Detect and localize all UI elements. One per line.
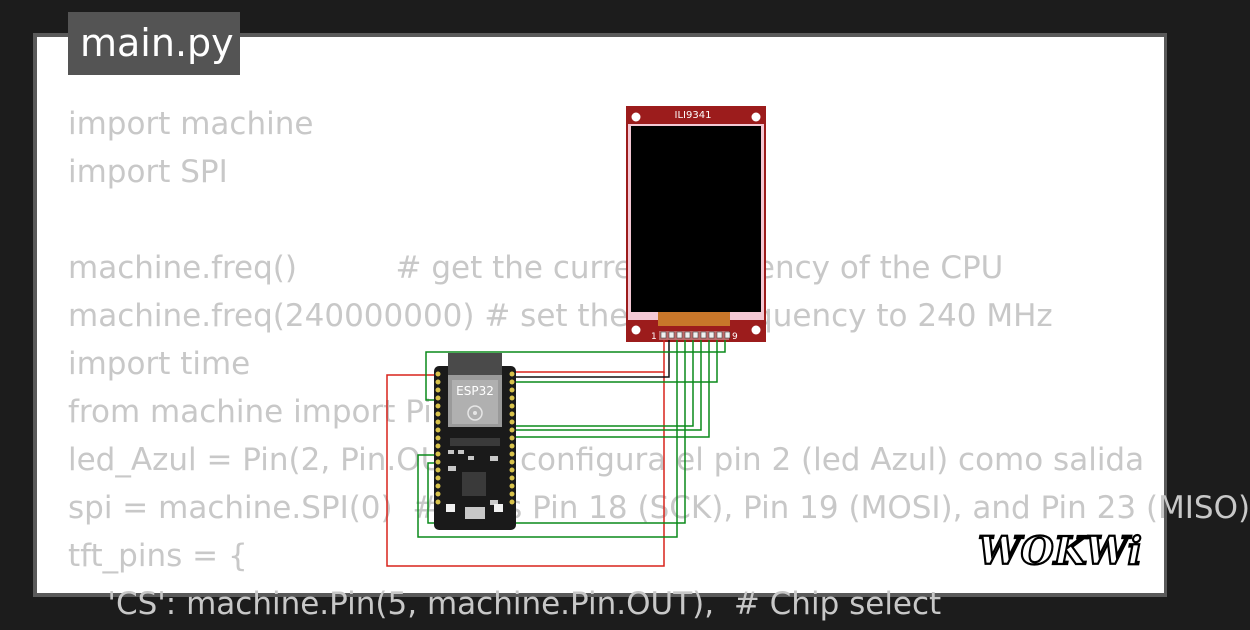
board-pin[interactable] xyxy=(435,403,441,409)
board-pin[interactable] xyxy=(435,379,441,385)
smd-part xyxy=(458,450,464,454)
board-pin[interactable] xyxy=(509,427,515,433)
wire-dc[interactable] xyxy=(512,340,694,427)
smd-part xyxy=(448,450,454,454)
display-pin[interactable] xyxy=(700,331,707,339)
wires xyxy=(386,340,726,567)
wire-vcc[interactable] xyxy=(509,340,665,379)
board-pin[interactable] xyxy=(509,387,515,393)
esp32-board[interactable]: ESP32 xyxy=(434,353,516,530)
wokwi-logo: WOKWi xyxy=(977,527,1143,574)
wire-cs[interactable] xyxy=(417,340,678,538)
board-pin[interactable] xyxy=(435,491,441,497)
smd-part xyxy=(448,466,456,471)
display-pin[interactable] xyxy=(724,331,731,339)
board-component xyxy=(450,438,500,446)
board-pin[interactable] xyxy=(435,435,441,441)
board-pin[interactable] xyxy=(435,411,441,417)
wire-reset[interactable] xyxy=(427,340,686,524)
code-line: import machine xyxy=(68,106,314,142)
code-line: from machine import Pin xyxy=(68,394,452,430)
display-pin[interactable] xyxy=(716,331,723,339)
display-pin[interactable] xyxy=(668,331,675,339)
code-line: 'CS': machine.Pin(5, machine.Pin.OUT), #… xyxy=(68,586,942,622)
display-model-label: ILI9341 xyxy=(675,110,712,121)
display-pin[interactable] xyxy=(676,331,683,339)
code-line: tft_pins = { xyxy=(68,538,248,574)
display-pin[interactable] xyxy=(660,331,667,339)
display-pin[interactable] xyxy=(692,331,699,339)
board-pin[interactable] xyxy=(435,427,441,433)
pin-end-label: 9 xyxy=(732,332,738,342)
circuit-diagram: ILI9341 1 9 ESP32 xyxy=(386,106,766,567)
wire-miso[interactable] xyxy=(425,340,726,401)
board-pin[interactable] xyxy=(435,459,441,465)
board-pin[interactable] xyxy=(509,451,515,457)
smd-part xyxy=(490,500,498,505)
board-pin[interactable] xyxy=(509,419,515,425)
smd-part xyxy=(490,456,498,461)
board-pin[interactable] xyxy=(509,443,515,449)
wire-sck[interactable] xyxy=(512,340,710,438)
board-pin[interactable] xyxy=(509,499,515,505)
board-pin[interactable] xyxy=(435,475,441,481)
wire-mosi[interactable] xyxy=(512,340,702,431)
board-pin[interactable] xyxy=(509,411,515,417)
board-pin[interactable] xyxy=(509,379,515,385)
board-pin[interactable] xyxy=(509,435,515,441)
ili9341-display[interactable]: ILI9341 1 9 xyxy=(626,106,766,342)
board-pin[interactable] xyxy=(509,491,515,497)
file-tab[interactable]: main.py xyxy=(68,12,240,75)
board-pin[interactable] xyxy=(435,499,441,505)
display-pin[interactable] xyxy=(708,331,715,339)
mounting-hole-icon xyxy=(631,112,641,122)
mounting-hole-icon xyxy=(631,325,641,335)
pin-start-label: 1 xyxy=(651,332,657,342)
board-pin[interactable] xyxy=(435,451,441,457)
board-pin[interactable] xyxy=(435,467,441,473)
board-pin[interactable] xyxy=(509,395,515,401)
code-line: import time xyxy=(68,346,251,382)
board-pin[interactable] xyxy=(435,371,441,377)
board-pin[interactable] xyxy=(509,483,515,489)
usb-chip xyxy=(462,472,486,496)
board-pin[interactable] xyxy=(509,403,515,409)
board-pin[interactable] xyxy=(435,443,441,449)
boot-button[interactable] xyxy=(446,504,455,512)
code-preview: import machine import SPI machine.freq()… xyxy=(68,100,1250,622)
board-pin[interactable] xyxy=(509,459,515,465)
board-pin[interactable] xyxy=(509,467,515,473)
board-pin[interactable] xyxy=(509,371,515,377)
display-pin[interactable] xyxy=(684,331,691,339)
board-pin[interactable] xyxy=(435,387,441,393)
code-line: machine.freq() # get the current frequen… xyxy=(68,250,1004,286)
mounting-hole-icon xyxy=(751,112,761,122)
usb-port-icon[interactable] xyxy=(465,507,485,519)
wire-vcc-return[interactable] xyxy=(386,372,665,567)
board-pin[interactable] xyxy=(509,475,515,481)
espressif-icon xyxy=(467,405,483,421)
project-card xyxy=(37,37,1164,593)
wokwi-logo-text: WOKWi xyxy=(978,528,1142,573)
esp32-module-label: ESP32 xyxy=(456,384,494,398)
board-pin[interactable] xyxy=(435,395,441,401)
reset-button[interactable] xyxy=(494,504,503,512)
code-line: import SPI xyxy=(68,154,228,190)
board-pin[interactable] xyxy=(435,419,441,425)
board-pin[interactable] xyxy=(435,483,441,489)
wire-led[interactable] xyxy=(512,340,718,383)
mounting-hole-icon xyxy=(751,325,761,335)
smd-part xyxy=(468,456,474,460)
